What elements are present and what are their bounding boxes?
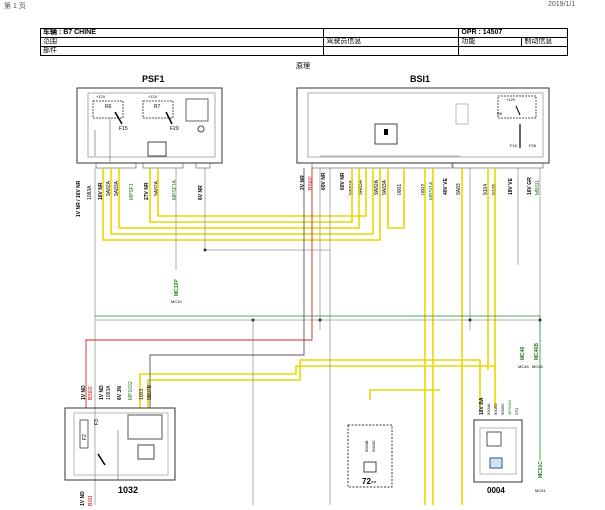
svg-text:BSI1: BSI1	[88, 495, 94, 506]
svg-text:F28: F28	[529, 143, 537, 148]
diagram-title: 原理	[296, 63, 310, 70]
svg-text:60V NR: 60V NR	[321, 172, 327, 190]
psf1-module: PSF1 +12V R6 +12V R7 F15 F29	[76, 74, 223, 164]
svg-text:+12V: +12V	[148, 94, 158, 99]
svg-text:BSI02: BSI02	[308, 176, 314, 190]
svg-text:9004A: 9004A	[486, 403, 491, 415]
svg-text:+12V: +12V	[506, 97, 516, 102]
svg-text:MBSI1A: MBSI1A	[429, 181, 435, 200]
yellow-wires	[102, 168, 496, 505]
colored-wires	[85, 168, 541, 480]
svg-text:MC46: MC46	[520, 346, 526, 360]
svg-text:1V ND: 1V ND	[99, 385, 105, 400]
comp-1032-label: 1032	[118, 485, 138, 495]
svg-text:F15: F15	[119, 126, 128, 132]
ground-labels: MC10P MC10 MC46 MC46B MC45 MC45 MC51C MC…	[171, 279, 546, 493]
svg-text:0001: 0001	[397, 184, 403, 195]
header-right: 2019/1/1	[548, 1, 576, 8]
svg-text:MC46B: MC46B	[534, 343, 540, 360]
svg-text:9005D: 9005D	[493, 403, 498, 415]
svg-text:MPSF1A: MPSF1A	[172, 179, 178, 200]
svg-text:6V JN: 6V JN	[117, 386, 123, 400]
svg-text:F15: F15	[510, 143, 518, 148]
svg-text:MP1032: MP1032	[128, 381, 134, 400]
svg-text:6V NR: 6V NR	[198, 185, 204, 200]
svg-text:1V NR / 16V NR: 1V NR / 16V NR	[76, 180, 82, 217]
svg-text:9A83A: 9A83A	[382, 179, 388, 195]
component-72: 72-- 9004B 9004C	[347, 424, 393, 488]
svg-text:40V VE: 40V VE	[443, 177, 449, 195]
svg-text:F3: F3	[94, 419, 100, 425]
svg-text:9005C: 9005C	[500, 403, 505, 415]
svg-text:60V NR: 60V NR	[340, 172, 346, 190]
svg-text:16V NR: 16V NR	[98, 182, 104, 200]
info-table: 车辆 : B7 CHINE OPR : 14507 范围 驾驶员信息 功能 制动…	[39, 28, 568, 56]
svg-text:9A82A: 9A82A	[374, 179, 380, 195]
bsi1-connector	[311, 162, 544, 169]
svg-text:MP0004: MP0004	[507, 399, 512, 415]
svg-text:0002: 0002	[421, 184, 427, 195]
svg-text:1083A: 1083A	[87, 185, 93, 200]
svg-text:1083A: 1083A	[106, 385, 112, 400]
bsi1-label: BSI1	[410, 74, 430, 84]
svg-text:MC45: MC45	[518, 364, 529, 369]
svg-text:MC10P: MC10P	[174, 279, 180, 296]
svg-text:F2: F2	[82, 434, 88, 440]
part-label-cell: 部件	[39, 46, 325, 56]
svg-text:R6: R6	[497, 111, 503, 116]
svg-text:9A82A: 9A82A	[154, 180, 160, 196]
svg-text:MBSI1: MBSI1	[535, 180, 541, 195]
svg-text:F29: F29	[170, 126, 179, 132]
svg-text:27V NR: 27V NR	[144, 182, 150, 200]
grey-wires	[94, 168, 541, 505]
component-0004: 0004 18V BA 9004A 9005D 9005C MP0004 2T0	[473, 397, 523, 495]
comp-72-label: 72--	[362, 477, 377, 486]
svg-text:18V VE: 18V VE	[508, 177, 514, 195]
junction-dots	[203, 248, 542, 322]
svg-text:16V GR: 16V GR	[527, 177, 533, 195]
svg-text:MC10: MC10	[171, 299, 182, 304]
part-empty-cell-2	[458, 46, 568, 56]
bsi1-module: BSI1 +12V R6 F15 F28	[296, 74, 550, 164]
svg-text:9B07B: 9B07B	[147, 384, 153, 400]
svg-text:9A83A: 9A83A	[114, 180, 120, 196]
svg-text:MC51: MC51	[535, 488, 546, 493]
psf1-connector	[95, 162, 211, 169]
svg-text:1V ND: 1V ND	[81, 385, 87, 400]
svg-text:9004B: 9004B	[364, 440, 369, 452]
svg-text:+12V: +12V	[96, 94, 106, 99]
bsi1-wire-labels: 2V NR BSI02 60V NR 60V NR 9A82A 9A83A 9A…	[300, 172, 541, 200]
svg-text:9004C: 9004C	[371, 440, 376, 452]
svg-text:9A83A: 9A83A	[358, 179, 364, 195]
svg-text:1V ND: 1V ND	[80, 491, 86, 506]
header-left: 第 1 页	[4, 3, 26, 10]
svg-text:MC45: MC45	[532, 364, 543, 369]
svg-text:2V NR: 2V NR	[300, 175, 306, 190]
svg-text:18V BA: 18V BA	[479, 397, 485, 415]
svg-text:MPSF1: MPSF1	[129, 183, 135, 200]
svg-text:MC51C: MC51C	[538, 461, 544, 478]
svg-text:R6: R6	[105, 104, 112, 110]
page-header: 第 1 页 2019/1/1	[0, 0, 605, 28]
psf1-label: PSF1	[142, 74, 165, 84]
psf1-wire-labels: 1V NR / 16V NR 16V NR 27V NR 6V NR 1083A…	[76, 179, 204, 217]
svg-text:2T0: 2T0	[514, 407, 519, 415]
component-1032: F2 F3 1032 1V ND BSI02 1V ND 1083A 6V JN…	[64, 381, 176, 506]
part-empty-cell	[323, 46, 460, 56]
svg-text:BSI02: BSI02	[88, 386, 94, 400]
comp-0004-label: 0004	[487, 486, 505, 495]
svg-text:9A82A: 9A82A	[106, 180, 112, 196]
svg-text:1003: 1003	[139, 389, 145, 400]
svg-text:9A83: 9A83	[456, 183, 462, 195]
svg-text:R7: R7	[154, 104, 161, 110]
svg-text:9104: 9104	[483, 184, 489, 195]
